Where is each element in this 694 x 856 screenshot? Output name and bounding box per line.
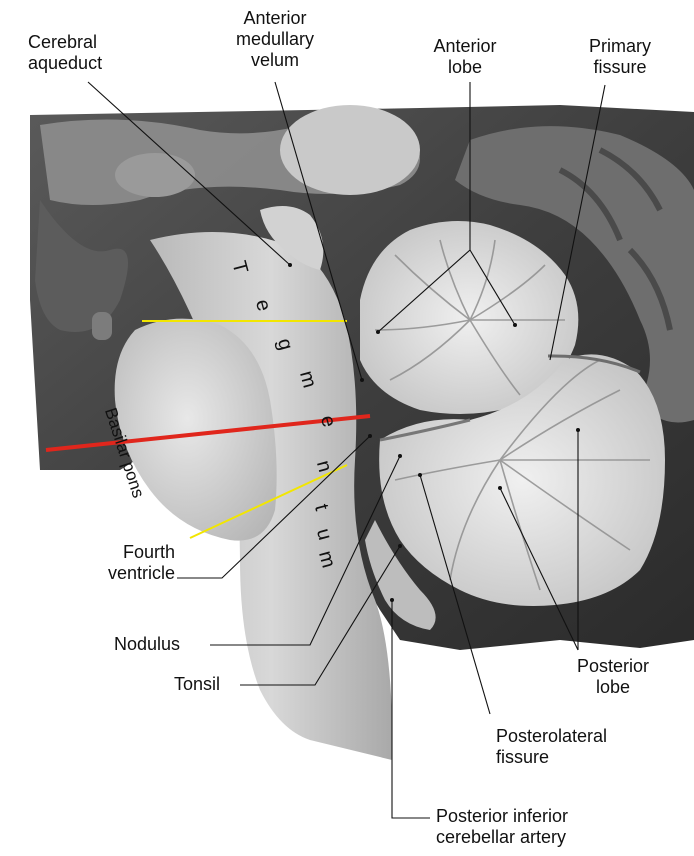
basilar-pons xyxy=(114,318,277,541)
right-gyri xyxy=(455,126,694,423)
label-line: Posterior inferior xyxy=(436,806,569,826)
label-primary-fissure: Primary fissure xyxy=(565,36,675,78)
label-line: fissure xyxy=(593,57,647,77)
posterolateral-groove xyxy=(379,418,471,442)
tonsil-region xyxy=(365,520,436,630)
leader-dots xyxy=(288,263,580,602)
label-line: lobe xyxy=(595,677,631,697)
label-line: Posterior xyxy=(576,656,650,676)
label-line: fissure xyxy=(496,747,550,767)
small-mass xyxy=(115,153,195,197)
label-line: ventricle xyxy=(107,563,175,583)
label-posterior-lobe: Posterior lobe xyxy=(558,656,668,698)
colliculus xyxy=(260,206,324,270)
label-line: Cerebral xyxy=(28,32,98,52)
cerebellum-posterior-lobe xyxy=(379,354,665,606)
label-line: Anterior xyxy=(243,8,307,28)
label-nodulus: Nodulus xyxy=(114,634,181,654)
yellow-line-lower xyxy=(189,464,348,539)
thalamic-mass xyxy=(280,105,420,195)
label-anterior-lobe: Anterior lobe xyxy=(410,36,520,78)
label-cerebral-aqueduct: Cerebral aqueduct xyxy=(28,32,102,74)
label-line: Anterior xyxy=(433,36,497,56)
gyri-grooves xyxy=(558,147,673,331)
label-line: cerebellar artery xyxy=(436,827,567,847)
label-pica: Posterior inferior cerebellar artery xyxy=(436,806,568,848)
label-line: velum xyxy=(250,50,299,70)
left-tissue xyxy=(35,200,128,332)
label-line: lobe xyxy=(447,57,483,77)
label-line: aqueduct xyxy=(28,53,103,73)
primary-fissure-groove xyxy=(547,354,641,374)
label-line: Posterolateral xyxy=(496,726,608,746)
label-line: medullary xyxy=(235,29,315,49)
label-fourth-ventricle: Fourth ventricle xyxy=(80,542,175,584)
label-line: Primary xyxy=(589,36,651,56)
vessel xyxy=(92,312,112,340)
label-posterolateral-fissure: Posterolateral fissure xyxy=(496,726,607,768)
label-tonsil: Tonsil xyxy=(174,674,221,694)
leader-lines xyxy=(87,81,606,819)
red-line xyxy=(45,414,371,452)
label-line: Fourth xyxy=(122,542,175,562)
label-anterior-medullary-velum: Anterior medullary velum xyxy=(215,8,335,71)
